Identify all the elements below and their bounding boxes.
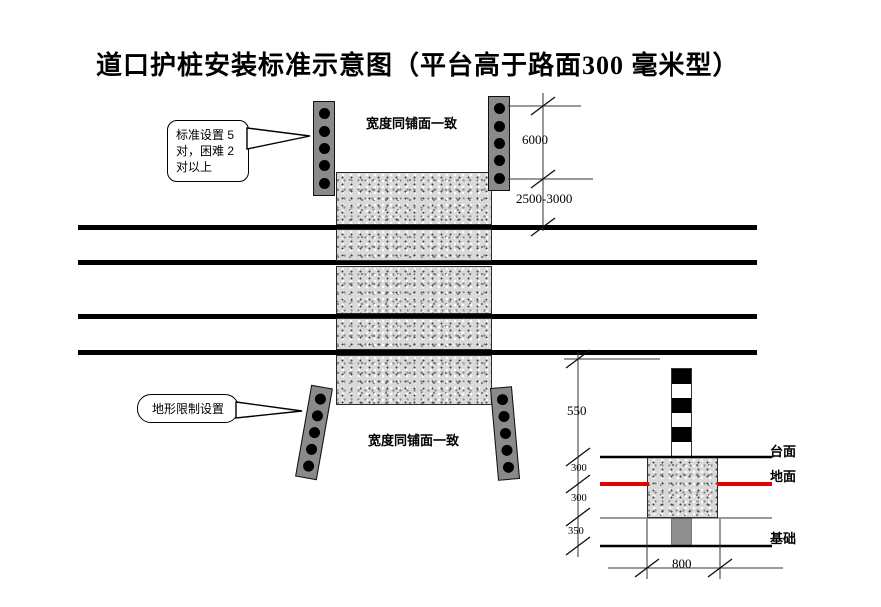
callout-standard-setting: 标准设置 5 对，困难 2 对以上 [167,120,249,182]
post-hole [502,461,514,474]
tick-mark [530,169,556,189]
section-bollard-striped [671,368,692,457]
post-hole [310,409,324,423]
width-note-bottom: 宽度同铺面一致 [368,433,460,448]
section-concrete-block [647,457,718,518]
label-foundation: 基础 [770,531,797,546]
bollard-stripe [672,398,691,413]
crossing-panel-2 [336,229,492,261]
tick-mark [565,474,591,494]
guard-post-bottom-left [295,384,333,481]
post-hole [318,177,330,189]
callout-pointer-standard [246,127,311,150]
bollard-stripe [672,369,691,384]
tick-mark [565,536,591,556]
dim-row-to-rail: 2500-3000 [516,191,573,206]
crossing-panel-4 [336,318,492,350]
post-hole [493,103,505,115]
width-note-top: 宽度同铺面一致 [366,116,458,131]
tick-mark [707,558,733,578]
post-hole [318,125,330,137]
post-hole [301,459,315,473]
rail-line-1 [78,225,757,230]
callout-pointer-terrain [235,401,303,419]
rail-line-2 [78,260,757,265]
rail-line-3 [78,314,757,319]
post-hole [497,410,510,423]
dim-bollard-height: 550 [567,403,587,418]
callout-standard-line1: 标准设置 5 [176,128,235,142]
bollard-stripe [672,383,691,398]
callout-standard-line2: 对，困难 2 [176,144,235,158]
callout-standard-line3: 对以上 [176,160,213,174]
label-platform-surface: 台面 [770,444,797,459]
dim-foundation-width: 800 [672,556,692,571]
tick-mark [565,507,591,527]
post-hole [493,172,505,184]
bollard-stripe [672,441,691,456]
post-hole [318,160,330,172]
guard-post-top-right [488,96,510,191]
section-foundation-stem [671,518,692,546]
label-ground-surface: 地面 [770,469,797,484]
post-hole [500,444,513,457]
post-hole [304,442,318,456]
post-hole [307,426,321,439]
dim-block-to-foundation: 350 [568,526,584,537]
guard-post-bottom-right [489,386,521,481]
guard-post-top-left [313,101,335,196]
bollard-stripe [672,412,691,427]
post-hole [499,427,511,440]
callout-terrain-label: 地形限制设置 [151,402,224,416]
post-hole [493,120,505,132]
post-hole [318,142,330,154]
post-hole [318,108,330,120]
tick-mark [634,558,660,578]
dim-bollard-row-length: 6000 [522,132,548,147]
dim-ground-to-block-bottom: 300 [571,493,587,504]
post-hole [496,393,508,406]
post-hole [313,392,327,406]
crossing-panel-5 [336,355,492,405]
bollard-stripe [672,427,691,442]
rail-line-4 [78,350,757,355]
crossing-panel-3 [336,266,492,314]
post-hole [493,137,505,149]
crossing-panel-1 [336,172,492,225]
post-hole [493,155,505,167]
tick-mark [530,96,556,116]
callout-terrain-limited: 地形限制设置 [137,394,239,423]
dim-platform-above-ground: 300 [571,463,587,474]
diagram-title: 道口护桩安装标准示意图（平台高于路面300 毫米型） [96,51,740,80]
